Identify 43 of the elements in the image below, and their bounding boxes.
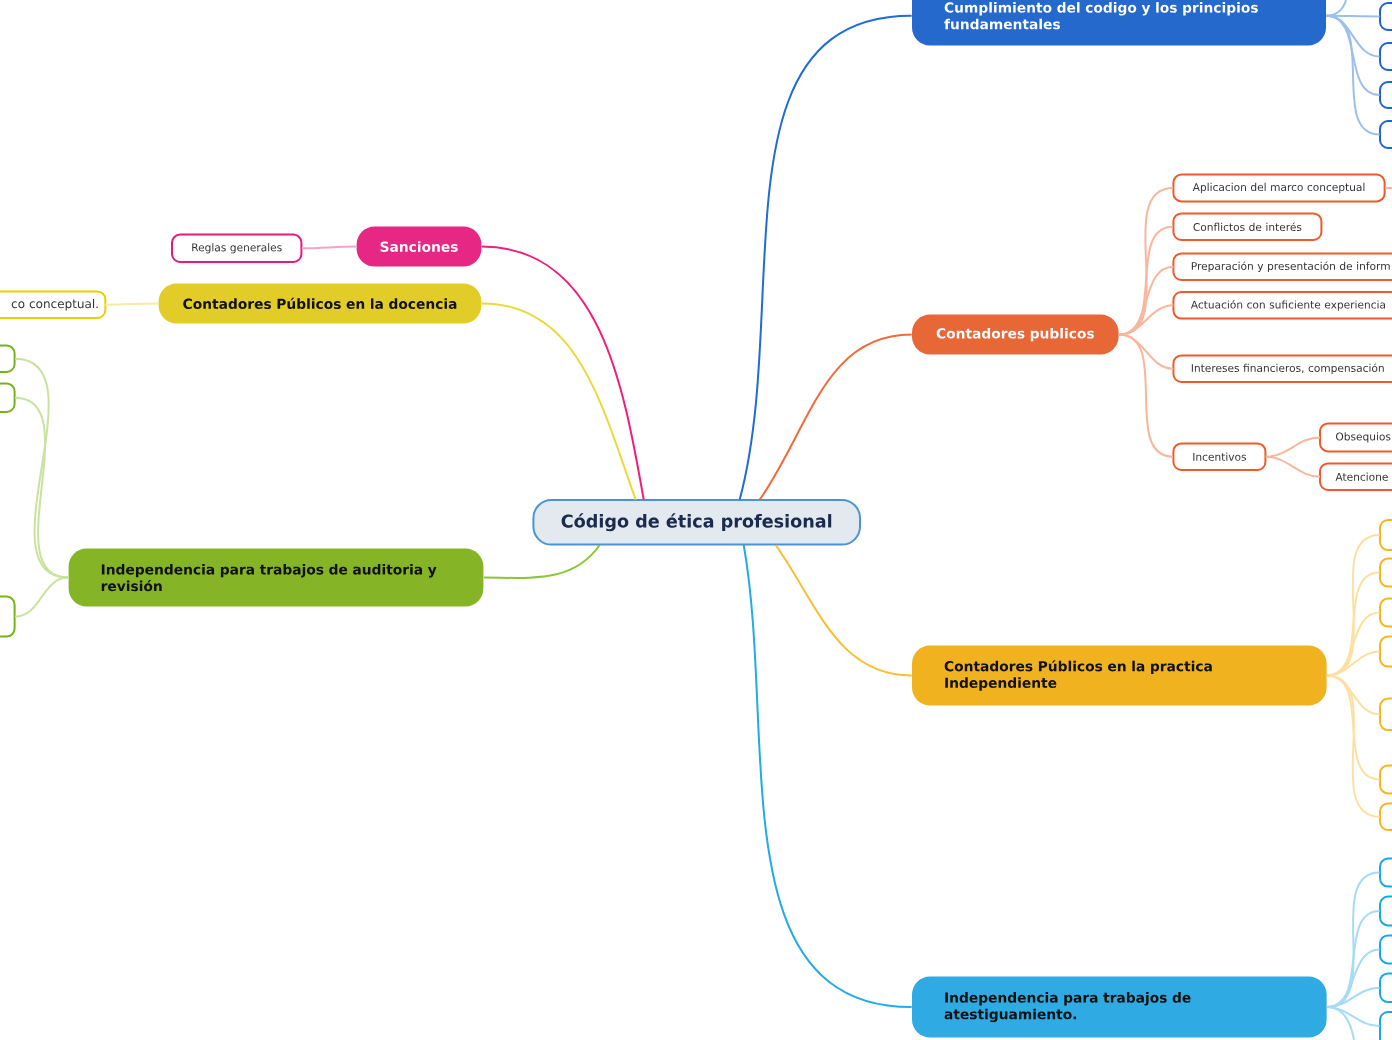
branch-line (1326, 1006, 1355, 1040)
branch-line (1326, 650, 1381, 677)
subtopic-box (1379, 972, 1392, 1003)
branch-line (1384, 187, 1392, 189)
branch-line (1326, 1006, 1381, 1027)
subtopic-box (1379, 557, 1392, 588)
branch-line (14, 396, 70, 579)
subtopic-box (0, 344, 16, 373)
branch-line (758, 333, 913, 501)
branch-line (1326, 986, 1381, 1009)
branch-line (104, 302, 160, 306)
branch-line (480, 302, 637, 501)
subtopic-box (0, 595, 16, 638)
branch-line (742, 544, 913, 1009)
subtopic-box (1379, 81, 1392, 109)
subtopic-box (1379, 857, 1392, 888)
subtopic-box (1379, 635, 1392, 668)
subtopic-box (1379, 802, 1392, 831)
branch-line (1264, 455, 1321, 478)
branch-line (482, 544, 601, 579)
subtopic-box (1379, 597, 1392, 628)
subtopic-box (1379, 42, 1392, 71)
central-topic-box: Código de ética profesional (532, 499, 861, 546)
subtopic-box (1379, 764, 1392, 795)
subtopic-box (1379, 895, 1392, 927)
branch-line (1325, 0, 1347, 17)
subtopic-box (1379, 519, 1392, 551)
branch-line (1264, 436, 1321, 458)
subtopic-box (1379, 2, 1392, 31)
subtopic-box (1379, 120, 1392, 149)
branch-line (1326, 674, 1381, 818)
subtopic-box (1379, 697, 1392, 731)
subtopic-box (1379, 934, 1392, 965)
branch-line (774, 544, 913, 677)
subtopic-box (0, 382, 16, 413)
branch-line (738, 14, 913, 501)
branch-line (480, 245, 645, 501)
branch-line (1118, 304, 1175, 336)
branch-line (300, 245, 358, 250)
subtopic-box (1379, 1011, 1392, 1040)
branch-line (1118, 333, 1174, 458)
branch-line (1326, 948, 1381, 1009)
branch-line (1325, 14, 1381, 136)
